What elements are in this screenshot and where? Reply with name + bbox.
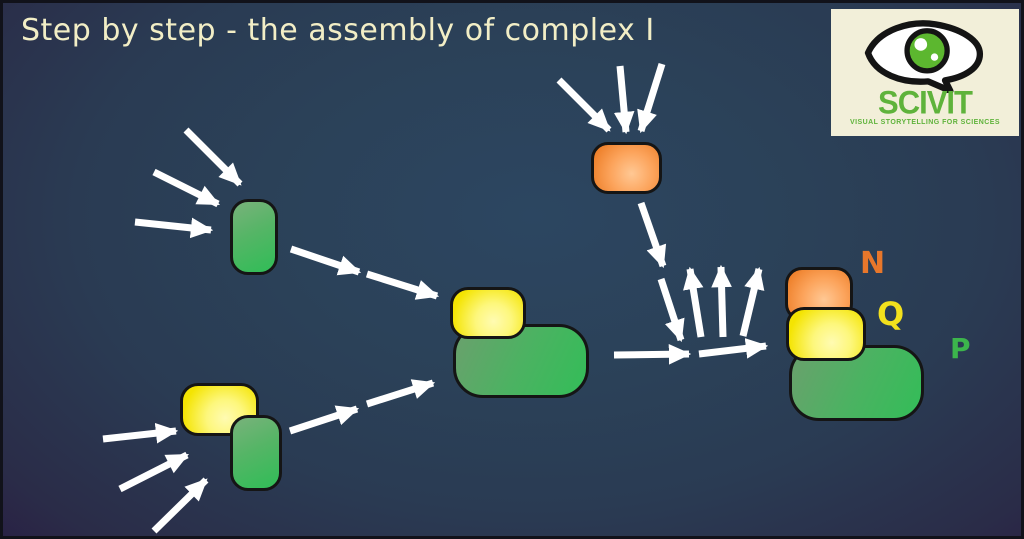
assembly-arrow: [151, 477, 209, 534]
assembly-arrow: [657, 277, 685, 343]
assembly-arrow: [152, 168, 221, 208]
assembly-arrow: [613, 343, 692, 365]
arrow-layer: [102, 62, 769, 534]
yellow-q-module-intermediate: [450, 287, 526, 339]
assembly-arrow: [698, 338, 769, 359]
assembly-arrow: [102, 422, 179, 444]
green-subunit-early: [230, 199, 278, 275]
assembly-arrow: [134, 217, 214, 239]
logo-tagline: VISUAL STORYTELLING FOR SCIENCES: [849, 119, 1000, 126]
assembly-arrow: [637, 201, 667, 269]
assembly-arrow: [739, 266, 765, 337]
slide-title: Step by step - the assembly of complex I: [21, 13, 655, 48]
assembly-arrow: [288, 405, 360, 435]
assembly-arrow: [556, 77, 612, 133]
assembly-arrow: [118, 451, 189, 493]
assembly-arrow: [683, 266, 705, 338]
logo-brand: SCIVIT: [878, 84, 973, 121]
green-subunit-small: [230, 415, 282, 491]
assembly-arrow: [365, 379, 436, 408]
assembly-arrow: [637, 62, 666, 134]
scivit-logo: SCIVIT VISUAL STORYTELLING FOR SCIENCES: [831, 9, 1019, 136]
orange-n-module-subunit: [591, 142, 662, 194]
final-yellow-q-module: [786, 307, 866, 361]
label-n-module: N: [860, 246, 886, 281]
assembly-arrow: [613, 65, 635, 135]
label-q-module: Q: [877, 295, 905, 333]
assembly-arrow: [183, 127, 243, 187]
label-p-module: P: [950, 332, 971, 365]
eye-speech-bubble-icon: [864, 20, 984, 93]
assembly-arrow: [365, 270, 440, 300]
assembly-arrow: [289, 245, 362, 276]
assembly-arrow: [711, 264, 732, 338]
